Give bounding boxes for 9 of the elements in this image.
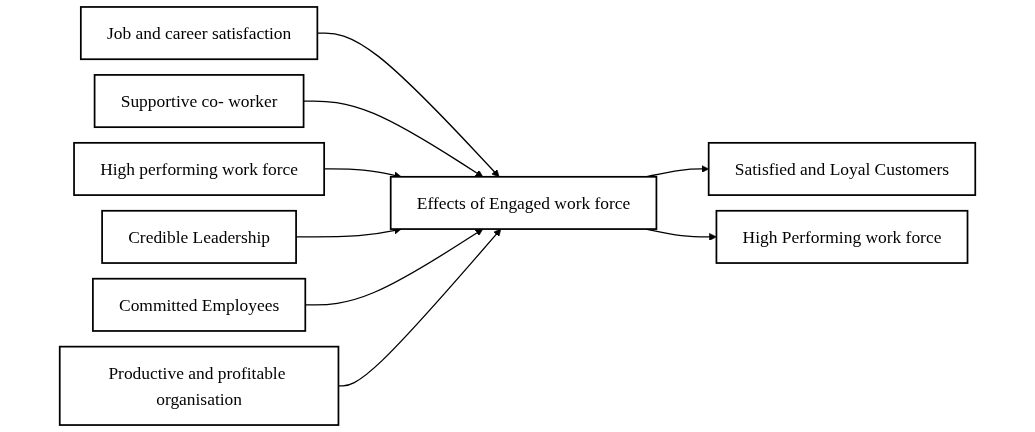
node-box: Supportive co- worker [93, 74, 305, 129]
node-box: Productive and profitable organisation [58, 345, 340, 426]
node-box: Committed Employees [92, 277, 307, 332]
node-box: Effects of Engaged work force [389, 175, 658, 230]
node-box: High Performing work force [715, 209, 969, 264]
node-box: High performing work force [73, 141, 325, 196]
node-box: Credible Leadership [101, 209, 297, 264]
node-box: Satisfied and Loyal Customers [707, 141, 977, 196]
node-box: Job and career satisfaction [79, 6, 319, 61]
